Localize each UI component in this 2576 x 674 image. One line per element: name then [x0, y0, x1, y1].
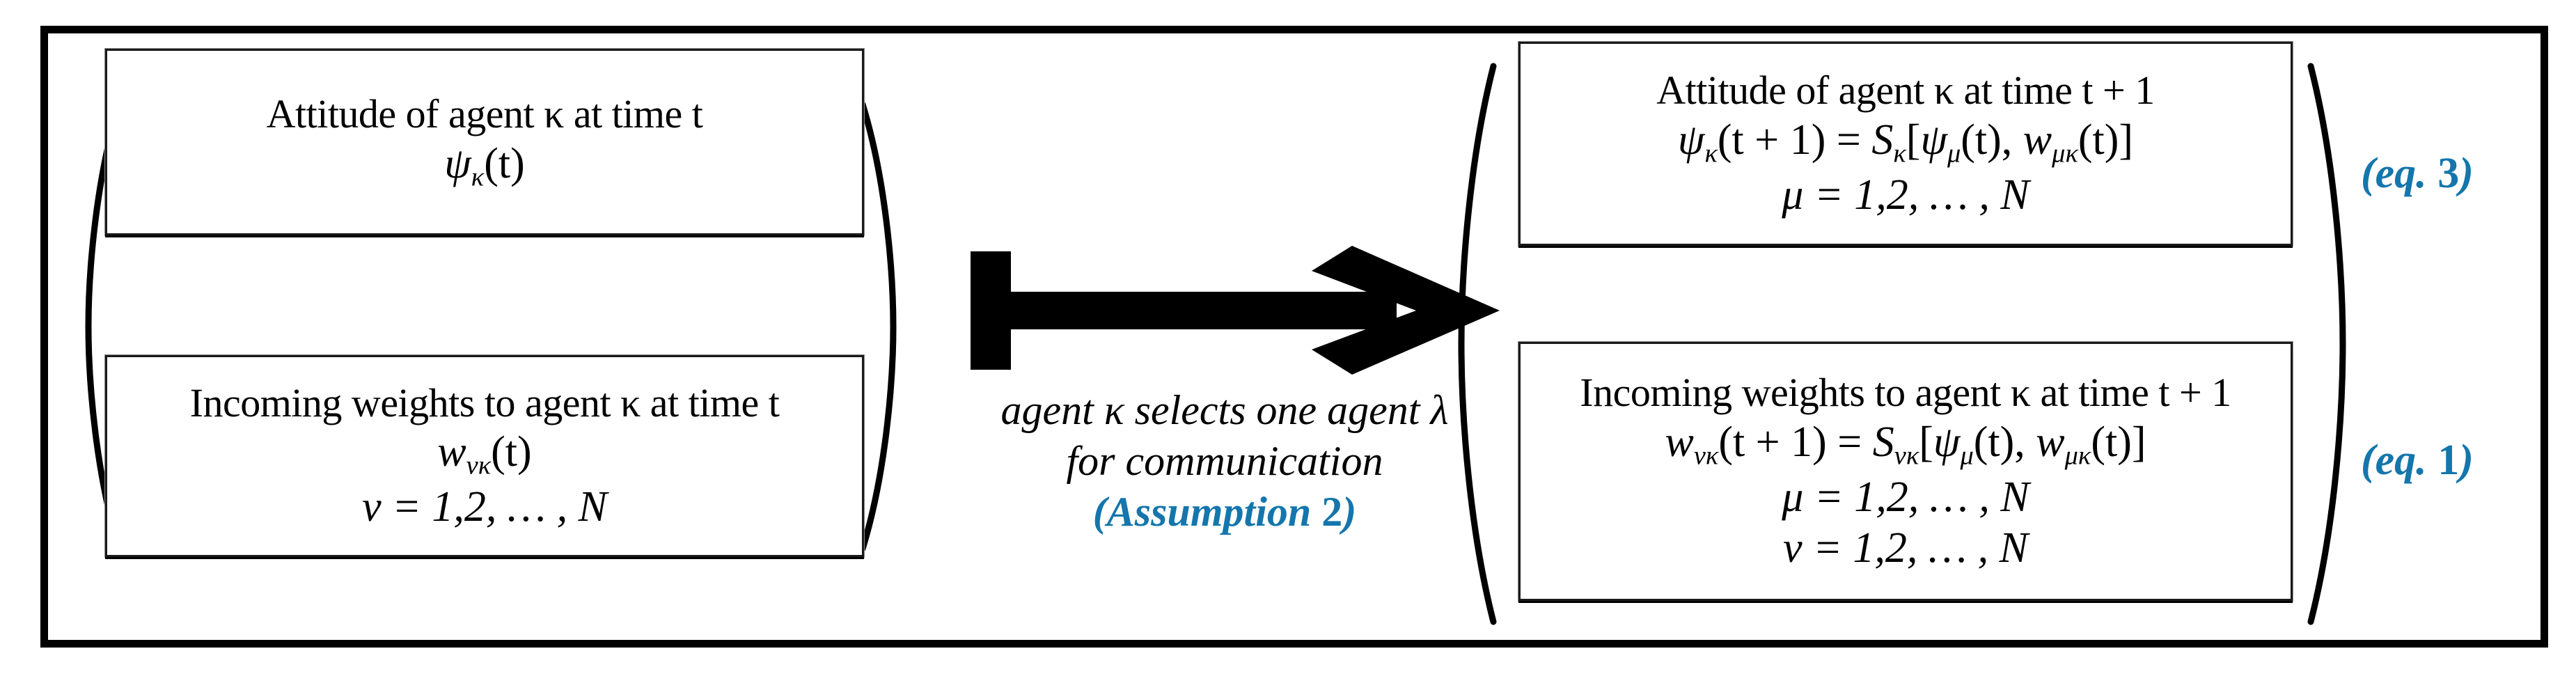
w-mu-kappa-symbol: w — [2036, 418, 2065, 466]
transition-caption-assumption: (Assumption 2) — [946, 487, 1503, 538]
transition-caption-line-1: agent κ selects one agent λ — [1000, 387, 1449, 433]
assumption-close-paren: ) — [1342, 489, 1357, 535]
w-mu-kappa-symbol: w — [2023, 116, 2052, 164]
left-weights-header: Incoming weights to agent κ at time t — [189, 379, 780, 425]
psi-argument: (t) — [484, 139, 525, 187]
eq3-number: 3 — [2426, 150, 2460, 197]
psi-mu-symbol: ψ — [1933, 418, 1961, 466]
psi-lhs-argument: (t + 1) = — [1717, 116, 1872, 164]
eq1-word: eq. — [2375, 437, 2427, 484]
w-mu-kappa-subscript: μκ — [2052, 139, 2078, 168]
left-attitude-formula: ψκ(t) — [444, 139, 525, 194]
rightwards-arrow-icon — [971, 246, 1500, 375]
right-weights-index-nu: ν = 1,2, … , N — [1783, 524, 2028, 572]
right-attitude-box: Attitude of agent κ at time t + 1 ψκ(t +… — [1518, 42, 2293, 246]
assumption-number: 2 — [1311, 489, 1343, 535]
s-operator: S — [1871, 116, 1894, 164]
left-weights-index-nu: ν = 1,2, … , N — [362, 483, 607, 531]
left-attitude-box: Attitude of agent κ at time t ψκ(t) — [105, 49, 864, 235]
bracket-close: ] — [2119, 116, 2134, 164]
psi-symbol: ψ — [444, 139, 471, 187]
psi-lhs-subscript: κ — [1704, 139, 1718, 168]
psi-mu-subscript: μ — [1947, 139, 1961, 168]
bracket-close: ] — [2131, 418, 2146, 466]
psi-lhs-symbol: ψ — [1677, 116, 1705, 164]
w-lhs-symbol: w — [1665, 418, 1694, 466]
right-weights-formula: wνκ(t + 1) = Sνκ[ψμ(t), wμκ(t)] — [1665, 417, 2146, 472]
eq1-open-paren: ( — [2361, 437, 2375, 484]
left-weights-box: Incoming weights to agent κ at time t wν… — [105, 355, 864, 557]
psi-mu-symbol: ψ — [1920, 116, 1947, 164]
transition-caption: agent κ selects one agent λ for communic… — [946, 385, 1503, 538]
w-mu-kappa-argument: (t) — [2078, 116, 2119, 164]
w-subscript: νκ — [466, 450, 492, 480]
w-lhs-argument: (t + 1) = — [1718, 418, 1873, 466]
eq1-number: 1 — [2426, 437, 2460, 484]
eq1-close-paren: ) — [2459, 437, 2474, 484]
assumption-open-paren: ( — [1092, 489, 1107, 535]
transition-caption-line-2: for communication — [1066, 438, 1383, 485]
right-attitude-index-mu: μ = 1,2, … , N — [1782, 171, 2029, 219]
equation-label-eq1: (eq. 1) — [2361, 436, 2474, 485]
eq3-open-paren: ( — [2361, 150, 2375, 197]
right-attitude-header: Attitude of agent κ at time t + 1 — [1656, 68, 2155, 113]
psi-mu-subscript: μ — [1960, 441, 1974, 471]
right-group-close-paren — [2307, 63, 2346, 625]
psi-subscript: κ — [471, 162, 485, 192]
diagram-outer-frame: Attitude of agent κ at time t ψκ(t) Inco… — [40, 26, 2548, 648]
psi-mu-argument: (t), — [1973, 418, 2036, 466]
s-operator-subscript: νκ — [1894, 441, 1919, 471]
psi-mu-argument: (t), — [1961, 116, 2023, 164]
bracket-open: [ — [1919, 418, 1933, 466]
right-weights-box: Incoming weights to agent κ at time t + … — [1518, 342, 2293, 601]
w-mu-kappa-subscript: μκ — [2064, 441, 2091, 471]
assumption-word: Assumption — [1106, 489, 1312, 535]
w-mu-kappa-argument: (t) — [2091, 418, 2132, 466]
bracket-open: [ — [1906, 116, 1921, 164]
equation-label-eq3: (eq. 3) — [2361, 149, 2474, 198]
s-operator-subscript: κ — [1893, 139, 1906, 168]
w-argument: (t) — [491, 428, 532, 476]
left-attitude-header: Attitude of agent κ at time t — [266, 91, 703, 137]
right-attitude-formula: ψκ(t + 1) = Sκ[ψμ(t), wμκ(t)] — [1678, 115, 2133, 170]
right-weights-header: Incoming weights to agent κ at time t + … — [1580, 370, 2231, 416]
w-symbol: w — [437, 428, 466, 476]
s-operator: S — [1872, 418, 1894, 466]
left-weights-formula: wνκ(t) — [437, 427, 531, 482]
eq3-close-paren: ) — [2459, 150, 2474, 197]
right-weights-index-mu: μ = 1,2, … , N — [1782, 473, 2029, 521]
eq3-word: eq. — [2375, 150, 2427, 197]
w-lhs-subscript: νκ — [1693, 441, 1719, 471]
